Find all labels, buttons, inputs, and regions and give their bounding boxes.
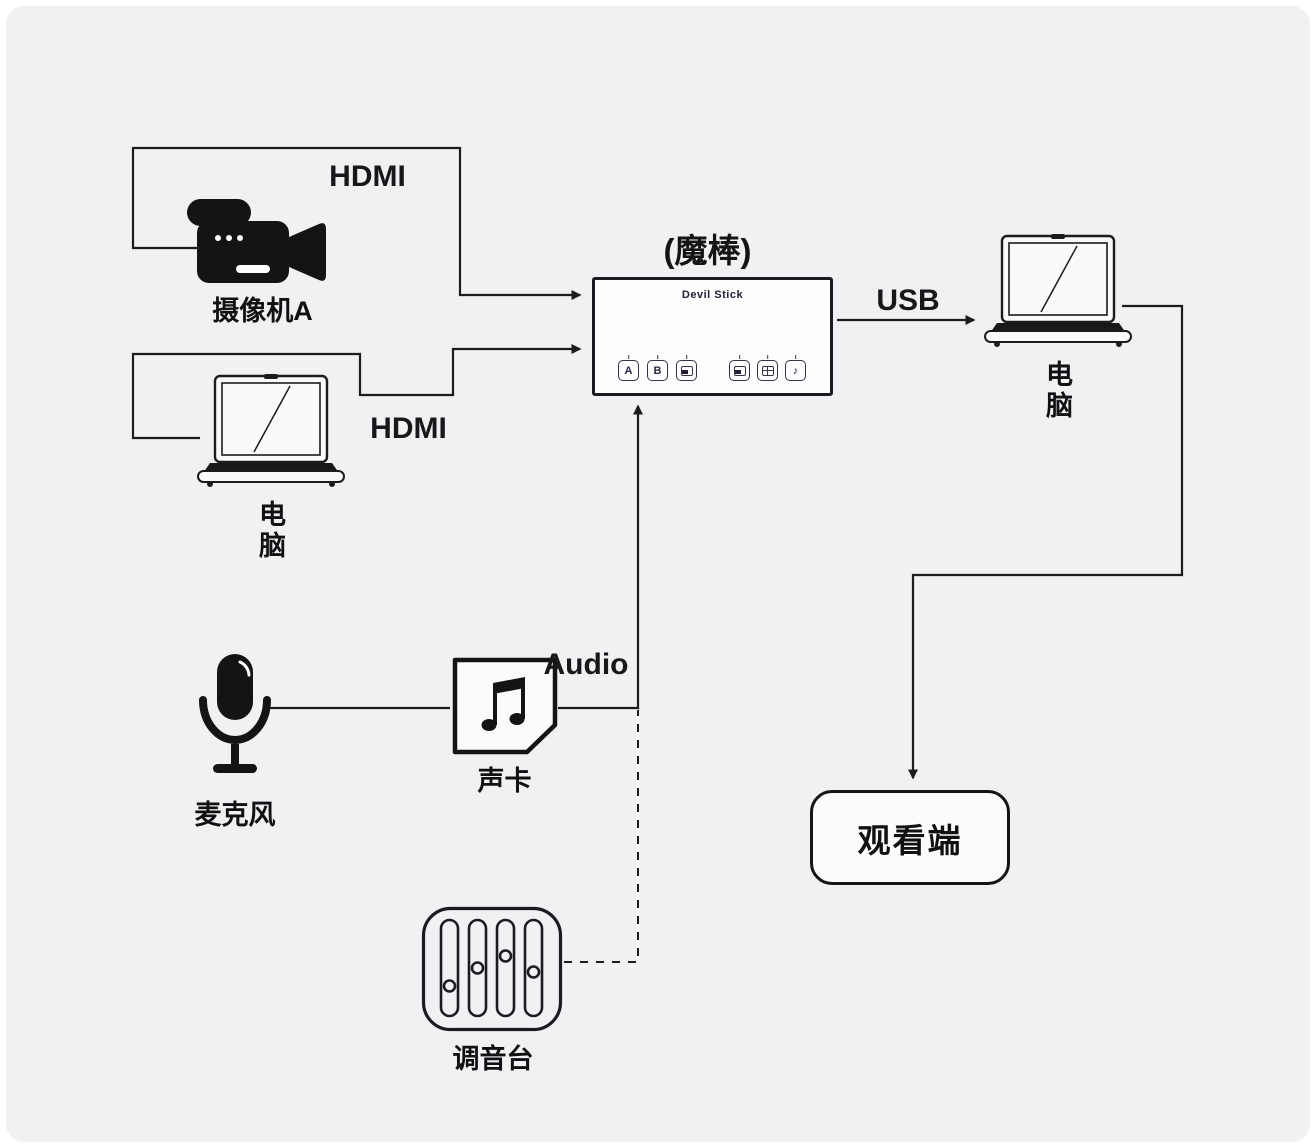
switcher-button-quad[interactable] <box>757 360 778 381</box>
switcher-button-pip1[interactable] <box>676 360 697 381</box>
laptop-left-node <box>196 374 346 493</box>
soundcard-label: 声卡 <box>477 766 532 796</box>
wire-hdmi-laptop <box>131 344 582 440</box>
camera-label: 摄像机A <box>212 296 313 326</box>
wire-to-viewer <box>908 304 1184 780</box>
switcher-buttons: A B ♪ <box>618 354 818 384</box>
switcher-title: Devil Stick <box>681 289 744 301</box>
camera-node <box>183 195 335 296</box>
wire-audio <box>558 404 643 710</box>
hdmi-camera-label: HDMI <box>329 160 406 193</box>
mixer-node <box>421 906 563 1037</box>
mixer-label: 调音台 <box>452 1044 534 1074</box>
wire-mixer-dashed <box>564 710 639 963</box>
switcher-button-audio[interactable]: ♪ <box>785 360 806 381</box>
audio-label: Audio <box>543 648 629 681</box>
mixer-icon <box>421 906 563 1032</box>
microphone-icon <box>199 654 271 773</box>
switcher-button-b[interactable]: B <box>647 360 668 381</box>
hdmi-laptop-label: HDMI <box>370 412 447 445</box>
pip-icon <box>733 365 746 376</box>
soundcard-node <box>450 655 560 762</box>
button-a-label: A <box>624 364 633 377</box>
laptop-icon <box>984 234 1132 347</box>
pip-icon <box>680 365 693 376</box>
video-camera-icon <box>187 199 326 283</box>
button-b-label: B <box>653 364 662 377</box>
usb-label: USB <box>876 284 940 317</box>
switcher-caption: (魔棒) <box>663 232 752 269</box>
quad-split-icon <box>761 365 774 376</box>
switcher-device: Devil Stick A B ♪ <box>592 277 833 396</box>
viewer-endpoint-box: 观看端 <box>810 790 1010 885</box>
microphone-label: 麦克风 <box>194 800 276 830</box>
viewer-label: 观看端 <box>857 821 963 859</box>
soundcard-icon <box>452 657 558 755</box>
wire-hdmi-camera <box>131 146 582 300</box>
switcher-button-a[interactable]: A <box>618 360 639 381</box>
switcher-button-pip2[interactable] <box>729 360 750 381</box>
laptop-left-label: 电脑 <box>259 500 340 562</box>
laptop-right-node <box>983 234 1133 353</box>
music-note-icon: ♪ <box>792 364 799 377</box>
microphone-node <box>197 652 273 787</box>
laptop-icon <box>197 374 345 487</box>
laptop-right-label: 电脑 <box>1046 360 1127 422</box>
